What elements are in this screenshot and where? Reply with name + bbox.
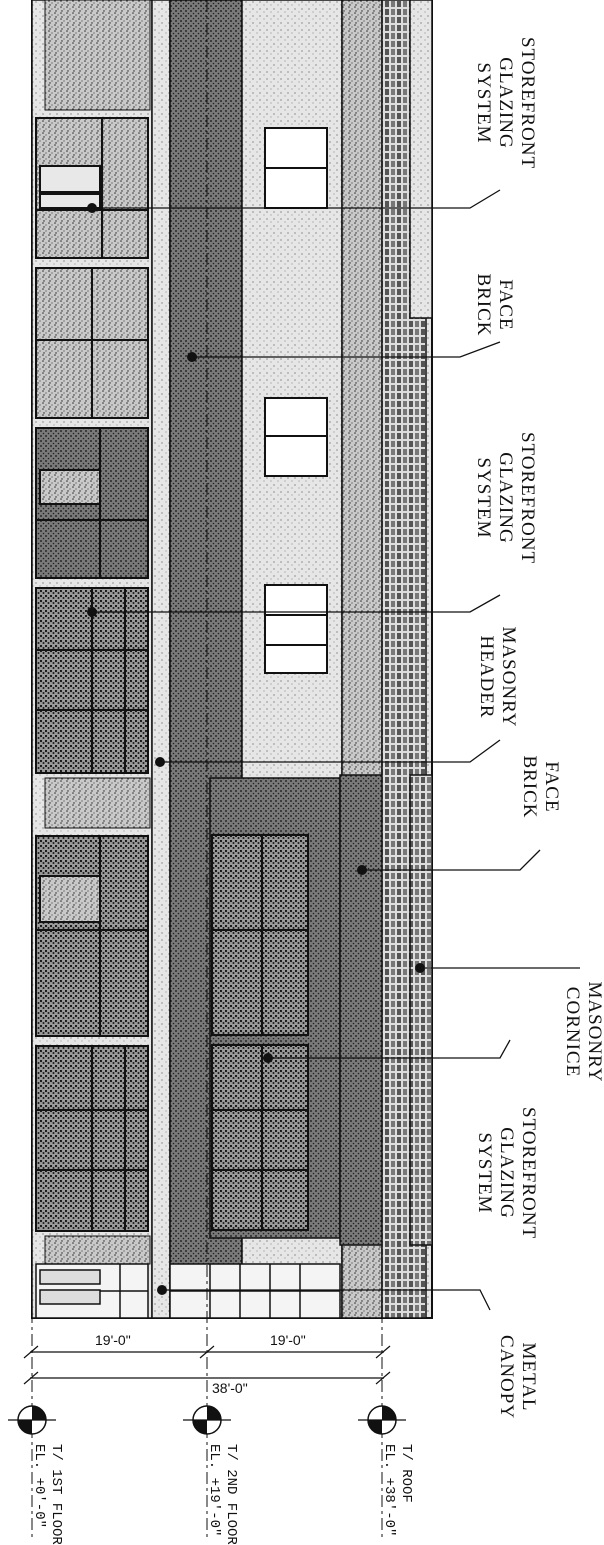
storefront-zone-2: [35, 427, 149, 774]
storefront-zone-3: [35, 835, 149, 1232]
dimension-lines: [23, 1345, 391, 1385]
level-marker-1: [8, 1405, 56, 1435]
second-floor-slab-band: [151, 0, 171, 1319]
dimension-upper-floor: 19'-0": [270, 1332, 306, 1348]
dimension-lower-floor: 19'-0": [95, 1332, 131, 1348]
leader-lines: [92, 189, 580, 1311]
leader-dots: [87, 203, 425, 1295]
ground-header-band: [44, 0, 151, 111]
canopy-zone-ground: [35, 1263, 149, 1319]
ground-header-band-2: [44, 777, 151, 829]
storefront-zone-1: [35, 117, 149, 419]
level-markers: [8, 1405, 406, 1435]
level-marker-2: [183, 1405, 231, 1435]
dimension-overall: 38'-0": [212, 1380, 248, 1396]
level-lines: [31, 0, 383, 1537]
upper-windows: [264, 127, 328, 674]
storefront-zone-upper: [211, 834, 309, 1231]
level-marker-3: [358, 1405, 406, 1435]
